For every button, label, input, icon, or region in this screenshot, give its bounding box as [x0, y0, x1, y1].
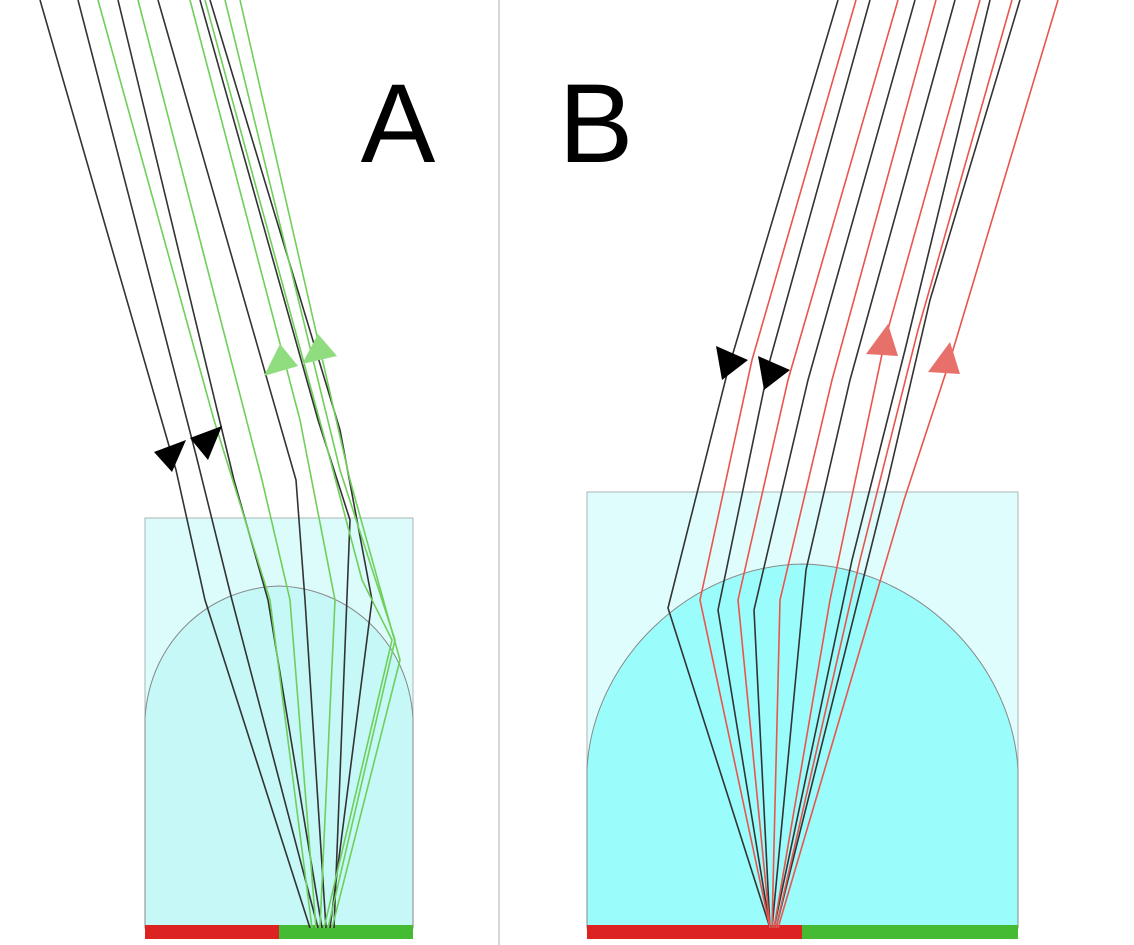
panel-b-lens — [586, 563, 1019, 929]
panel-a-green-pixel — [279, 925, 413, 939]
panel-a-arrowhead — [190, 426, 222, 460]
panel-a: A — [39, 0, 436, 939]
panel-b-arrowhead — [866, 324, 898, 356]
panel-a-lens — [144, 585, 414, 929]
panel-a-green-rays — [97, 0, 401, 929]
panel-b-red-pixel — [587, 925, 802, 939]
panel-b-arrowhead — [716, 346, 748, 380]
panel-a-arrowhead — [264, 344, 298, 376]
panel-b-arrowhead — [758, 356, 790, 390]
panel-b-black-rays — [667, 0, 1021, 929]
panel-b-green-pixel — [802, 925, 1018, 939]
panel-a-arrowhead — [302, 334, 337, 364]
panel-a-red-pixel — [145, 925, 279, 939]
panel-b-arrowhead — [928, 342, 960, 374]
panel-a-arrowhead — [154, 440, 186, 472]
panel-label-a: A — [361, 61, 436, 186]
panel-label-b: B — [559, 61, 634, 186]
panel-b-red-rays — [699, 0, 1059, 929]
panel-a-black-rays — [39, 0, 373, 929]
panel-b: B — [559, 0, 1059, 939]
